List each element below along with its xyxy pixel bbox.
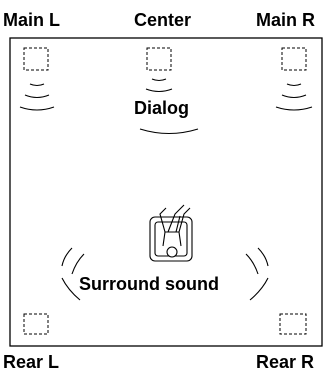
sound-wave-rear-left <box>61 247 85 301</box>
main-left-label: Main L <box>3 10 60 30</box>
rear-left-label: Rear L <box>3 352 60 372</box>
speaker-icon <box>279 313 307 335</box>
sound-wave-main-left <box>19 83 55 111</box>
main-right-label: Main R <box>256 10 316 30</box>
rear-right-label: Rear R <box>256 352 315 372</box>
sound-wave-main-right <box>275 83 313 111</box>
speaker-icon <box>281 47 307 71</box>
room-outline <box>9 37 323 347</box>
speaker-icon <box>23 313 49 335</box>
listener-in-chair-icon <box>149 204 193 262</box>
surround-sound-label: Surround sound <box>78 274 220 295</box>
sound-wave-center <box>139 78 199 135</box>
speaker-icon <box>23 47 49 71</box>
sound-wave-rear-right <box>245 247 269 301</box>
center-label: Center <box>134 10 192 30</box>
speaker-icon <box>146 47 172 71</box>
dialog-label: Dialog <box>134 98 190 118</box>
